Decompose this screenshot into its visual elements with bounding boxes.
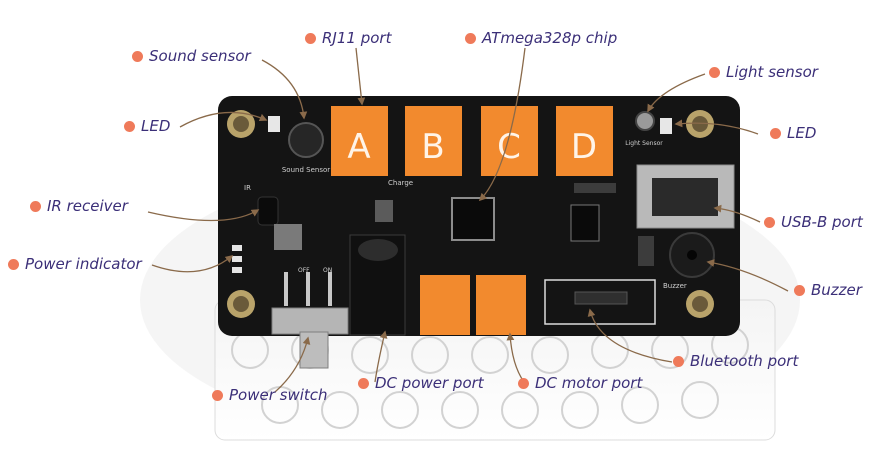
power-indicator-leds (232, 245, 242, 273)
power-switch (271, 307, 349, 335)
port-c (481, 106, 538, 176)
bullet-icon (305, 32, 316, 44)
label-text: Light sensor (726, 63, 818, 81)
led-right (660, 118, 672, 134)
dc-motor-port-1 (420, 275, 470, 335)
label-usb-b-port: USB-B port (764, 213, 863, 231)
silk-on: ON (323, 267, 332, 274)
bluetooth-port-pins (574, 291, 628, 305)
port-b (405, 106, 462, 176)
light-sensor (635, 111, 655, 131)
bullet-icon (124, 120, 135, 132)
bullet-icon (8, 258, 19, 270)
port-a-letter: A (347, 127, 370, 167)
header-pins (574, 183, 654, 266)
capacitor (375, 200, 393, 222)
label-text: LED (141, 117, 171, 135)
led-left (268, 116, 280, 132)
bullet-icon (212, 389, 223, 401)
silk-buzzer: Buzzer (663, 282, 687, 290)
bullet-icon (132, 50, 143, 62)
sound-sensor-mic (288, 122, 324, 158)
usb-b-cavity (652, 178, 718, 216)
label-text: LED (787, 124, 817, 142)
label-light-sensor: Light sensor (709, 63, 818, 81)
label-rj11-port: RJ11 port (305, 29, 391, 47)
label-text: USB-B port (781, 213, 863, 231)
ir-receiver (257, 196, 279, 226)
label-atmega-chip: ATmega328p chip (465, 29, 617, 47)
label-dc-power-port: DC power port (358, 374, 484, 392)
label-text: IR receiver (47, 197, 128, 215)
label-text: Sound sensor (149, 47, 251, 65)
silk-off: OFF (298, 267, 310, 274)
bullet-icon (673, 355, 684, 367)
silk-charge: Charge (388, 179, 413, 187)
bullet-icon (358, 377, 369, 389)
bluetooth-port-outline (544, 279, 656, 325)
silk-sound-sensor: Sound Sensor (282, 166, 330, 174)
bullet-icon (764, 216, 775, 228)
bullet-icon (30, 200, 41, 212)
buzzer-hole (687, 250, 697, 260)
bullet-icon (794, 284, 805, 296)
label-text: Bluetooth port (690, 352, 799, 370)
label-text: RJ11 port (322, 29, 392, 47)
dc-motor-port-2 (476, 275, 526, 335)
label-led-right: LED (770, 124, 816, 142)
inductor (274, 224, 302, 250)
port-c-letter: C (497, 127, 521, 167)
label-bluetooth-port: Bluetooth port (673, 352, 798, 370)
label-text: DC motor port (535, 374, 643, 392)
label-ir-receiver: IR receiver (30, 197, 128, 215)
bullet-icon (518, 377, 529, 389)
bullet-icon (465, 32, 476, 44)
label-text: Power indicator (25, 255, 142, 273)
silk-light-sensor: Light Sensor (625, 140, 663, 147)
label-power-switch: Power switch (212, 386, 328, 404)
motor-driver-chip (570, 204, 600, 242)
rj11-ports: A B C D (331, 106, 613, 176)
port-b-letter: B (421, 127, 444, 167)
mounting-holes (227, 110, 714, 318)
label-text: DC power port (375, 374, 484, 392)
dc-jack-top (358, 239, 398, 261)
label-sound-sensor: Sound sensor (132, 47, 251, 65)
label-text: Buzzer (811, 281, 862, 299)
label-text: Power switch (229, 386, 328, 404)
bullet-icon (709, 66, 720, 78)
label-led-left: LED (124, 117, 170, 135)
port-a (331, 106, 388, 176)
silk-ir: IR (244, 184, 251, 192)
port-d (556, 106, 613, 176)
leader-lines (147, 47, 789, 393)
bullet-icon (770, 127, 781, 139)
port-d-letter: D (571, 127, 597, 167)
label-buzzer: Buzzer (794, 281, 862, 299)
switch-pins (284, 272, 332, 306)
label-text: ATmega328p chip (482, 29, 618, 47)
atmega328p-chip (451, 197, 495, 241)
label-dc-motor-port: DC motor port (518, 374, 642, 392)
label-power-indicator: Power indicator (8, 255, 142, 273)
